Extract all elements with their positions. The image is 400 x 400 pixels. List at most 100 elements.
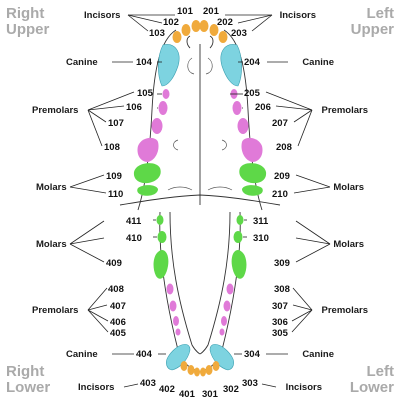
- tooth-number-102: 102: [163, 17, 179, 28]
- tooth-103: [172, 31, 182, 43]
- tooth-number-409: 409: [106, 258, 122, 269]
- label-left-lower-incisors: Incisors: [286, 382, 322, 393]
- leader-lines: [69, 14, 331, 388]
- tooth-108: [137, 137, 159, 162]
- label-left-upper-molars: Molars: [333, 182, 364, 193]
- label-right-upper-canine: Canine: [66, 57, 98, 68]
- tooth-number-408: 408: [108, 284, 124, 295]
- tooth-303: [212, 361, 220, 371]
- label-left-upper-incisors: Incisors: [280, 10, 316, 21]
- tooth-number-207: 207: [272, 118, 288, 129]
- label-right-upper-molars: Molars: [36, 182, 67, 193]
- tooth-107: [151, 118, 163, 134]
- tooth-104: [158, 44, 180, 87]
- label-left-lower-premolars: Premolars: [322, 305, 368, 316]
- tooth-105: [162, 89, 170, 99]
- tooth-306: [221, 316, 227, 326]
- tooth-number-301: 301: [202, 389, 219, 400]
- tooth-number-406: 406: [110, 317, 126, 328]
- tooth-number-309: 309: [274, 258, 290, 269]
- tooth-number-310: 310: [253, 233, 269, 244]
- tooth-110: [137, 185, 158, 196]
- tooth-402: [187, 365, 195, 375]
- lower-molars: [153, 215, 247, 279]
- tooth-210: [242, 185, 263, 196]
- tooth-401: [194, 367, 200, 377]
- label-right-upper-premolars: Premolars: [32, 105, 78, 116]
- tooth-309: [231, 249, 247, 279]
- tooth-number-105: 105: [137, 88, 154, 99]
- upper-molars: [133, 163, 267, 196]
- tooth-408: [166, 283, 174, 295]
- quadrant-right-upper-line2: Upper: [6, 21, 50, 38]
- tooth-311: [236, 215, 244, 225]
- tooth-number-110: 110: [108, 189, 123, 200]
- tooth-number-405: 405: [110, 328, 127, 339]
- tooth-202: [209, 24, 219, 36]
- tooth-403: [180, 361, 188, 371]
- tooth-302: [205, 365, 213, 375]
- tooth-310: [233, 231, 243, 243]
- lower-premolars: [166, 283, 234, 336]
- tooth-number-307: 307: [272, 301, 288, 312]
- label-left-lower-molars: Molars: [333, 239, 364, 250]
- tooth-number-401: 401: [179, 389, 196, 400]
- tooth-number-308: 308: [274, 284, 290, 295]
- tooth-number-101: 101: [177, 6, 194, 17]
- label-left-upper-canine: Canine: [302, 57, 334, 68]
- tooth-number-403: 403: [140, 378, 156, 389]
- tooth-number-108: 108: [104, 142, 120, 153]
- tooth-204: [220, 44, 242, 87]
- tooth-number-411: 411: [126, 216, 142, 227]
- tooth-number-303: 303: [242, 378, 258, 389]
- quadrant-right-upper-line1: Right: [6, 5, 44, 22]
- tooth-101: [191, 20, 201, 32]
- quadrant-left-upper-line1: Left: [367, 5, 395, 22]
- tooth-number-311: 311: [253, 216, 269, 227]
- upper-premolars: [137, 89, 263, 162]
- tooth-number-109: 109: [106, 171, 122, 182]
- tooth-number-208: 208: [276, 142, 292, 153]
- tooth-209: [239, 163, 267, 184]
- tooth-number-205: 205: [244, 88, 261, 99]
- tooth-number-106: 106: [126, 102, 142, 113]
- tooth-number-407: 407: [110, 301, 126, 312]
- tooth-number-210: 210: [272, 189, 288, 200]
- quadrant-right-lower-line2: Lower: [6, 379, 50, 396]
- label-right-lower-incisors: Incisors: [78, 382, 114, 393]
- tooth-411: [156, 215, 164, 225]
- quadrant-left-upper-line2: Upper: [351, 21, 395, 38]
- quadrant-left-lower-line2: Lower: [350, 379, 394, 396]
- label-right-lower-canine: Canine: [66, 349, 98, 360]
- tooth-number-206: 206: [255, 102, 271, 113]
- tooth-number-204: 204: [244, 57, 261, 68]
- quadrant-right-lower-line1: Right: [6, 363, 44, 380]
- tooth-number-103: 103: [149, 28, 165, 39]
- tooth-409: [153, 249, 169, 279]
- tooth-number-202: 202: [217, 17, 233, 28]
- tooth-405: [175, 328, 181, 336]
- tooth-308: [226, 283, 234, 295]
- tooth-301: [200, 367, 206, 377]
- tooth-203: [218, 31, 228, 43]
- quadrant-left-lower-line1: Left: [367, 363, 395, 380]
- upper-incisors: [172, 20, 228, 43]
- tooth-106: [158, 101, 168, 115]
- lower-incisors: [180, 361, 220, 377]
- tooth-number-203: 203: [231, 28, 247, 39]
- label-right-lower-premolars: Premolars: [32, 305, 78, 316]
- tooth-number-201: 201: [203, 6, 220, 17]
- tooth-number-410: 410: [126, 233, 142, 244]
- tooth-307: [223, 300, 231, 312]
- tooth-number-402: 402: [159, 384, 175, 395]
- tooth-102: [181, 24, 191, 36]
- tooth-201: [199, 20, 209, 32]
- tooth-number-107: 107: [108, 118, 124, 129]
- tooth-number-304: 304: [244, 349, 261, 360]
- tooth-number-209: 209: [274, 171, 290, 182]
- tooth-410: [157, 231, 167, 243]
- tooth-number-305: 305: [272, 328, 289, 339]
- tooth-207: [237, 118, 249, 134]
- tooth-number-306: 306: [272, 317, 288, 328]
